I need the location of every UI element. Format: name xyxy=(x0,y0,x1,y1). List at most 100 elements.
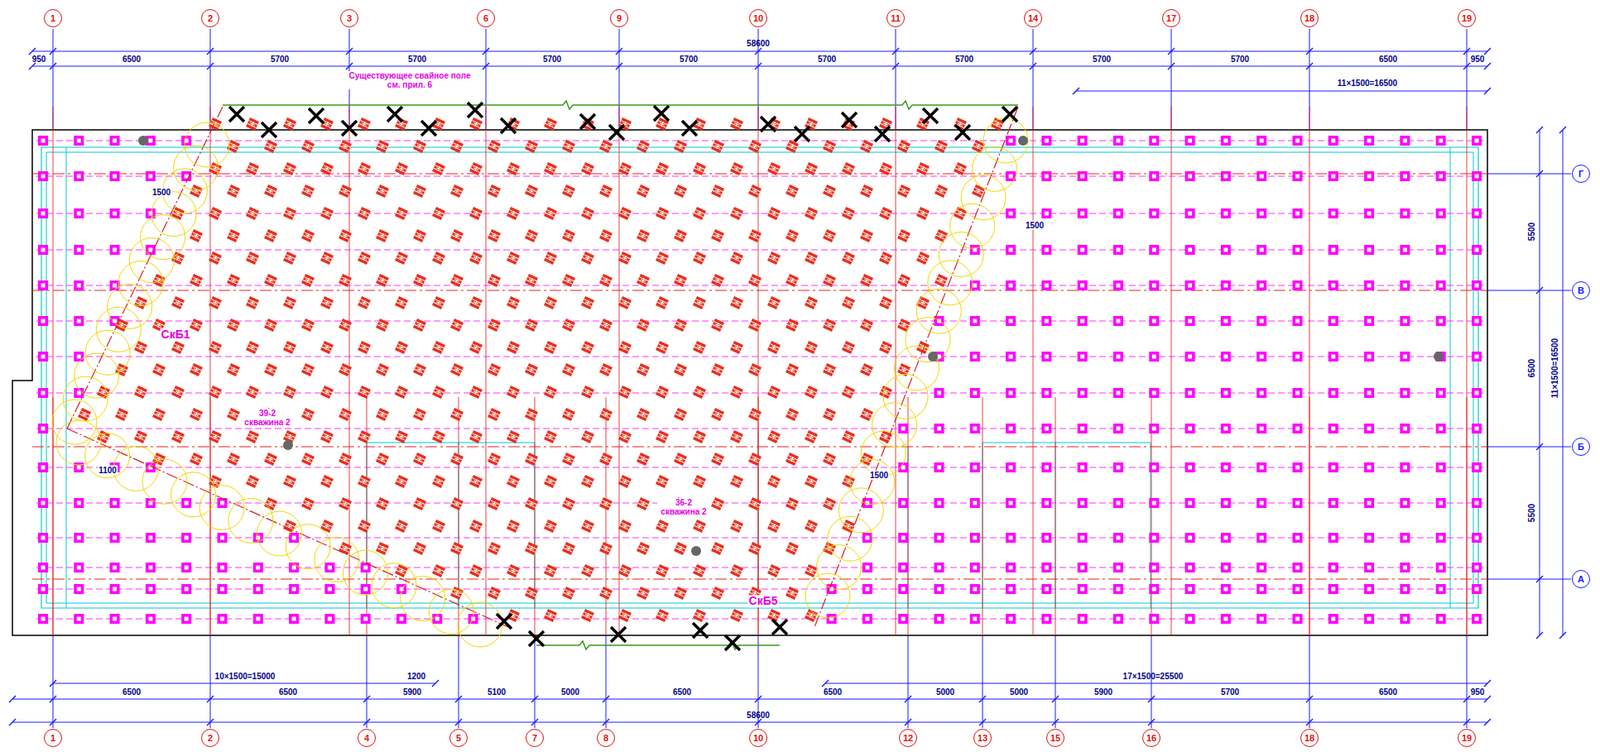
pile-square xyxy=(73,316,84,327)
pile-square xyxy=(432,296,446,310)
pile-square xyxy=(1292,316,1303,327)
existing-pile xyxy=(897,273,911,288)
existing-pile xyxy=(543,206,558,221)
pile-square xyxy=(1148,245,1159,255)
pile-square xyxy=(822,229,837,243)
pile-square xyxy=(301,318,315,332)
pile-symbol xyxy=(1185,316,1196,327)
pile-cross xyxy=(749,276,760,286)
pile-square xyxy=(110,208,121,219)
existing-pile xyxy=(748,139,762,154)
pile-core xyxy=(112,617,117,622)
pile-cross xyxy=(768,254,779,264)
pile-core xyxy=(1187,211,1192,217)
pile-core xyxy=(112,211,117,217)
pile-square xyxy=(934,139,948,154)
existing-pile xyxy=(562,363,576,377)
pile-square xyxy=(524,363,539,377)
pile-symbol xyxy=(1220,614,1231,625)
existing-pile xyxy=(841,385,856,399)
existing-pile xyxy=(822,139,837,154)
pile-core xyxy=(972,427,977,432)
pile-cross xyxy=(600,187,611,197)
pile-square xyxy=(618,296,632,310)
existing-pile xyxy=(208,251,222,265)
pile-symbol xyxy=(1220,280,1231,291)
existing-pile xyxy=(655,162,669,176)
pile-symbol xyxy=(1399,135,1410,146)
pile-square xyxy=(1292,351,1303,362)
pile-core xyxy=(1367,139,1372,144)
pile-core xyxy=(112,587,117,592)
pile-core xyxy=(1438,536,1443,541)
dim-tick xyxy=(206,719,214,726)
pile-symbol xyxy=(1041,533,1052,543)
pile-core xyxy=(41,139,46,144)
pile-symbol xyxy=(1077,351,1088,362)
pile-cross xyxy=(339,276,351,286)
pile-cross xyxy=(507,298,519,308)
dim-tick xyxy=(206,48,214,55)
dim-tick xyxy=(754,62,762,70)
dim-tick xyxy=(1029,62,1037,70)
pile-square xyxy=(413,318,427,332)
pile-cross xyxy=(823,365,835,375)
pile-square xyxy=(730,162,744,176)
pile-symbol xyxy=(73,135,84,146)
pile-square xyxy=(822,318,837,332)
existing-pile xyxy=(581,341,595,355)
pile-core xyxy=(1116,427,1121,432)
pile-symbol xyxy=(1185,351,1196,362)
pile-square xyxy=(38,245,49,255)
pile-symbol xyxy=(1471,388,1482,399)
pile-square xyxy=(469,385,483,399)
pile-square xyxy=(217,614,228,625)
existing-pile xyxy=(785,318,799,332)
pile-core xyxy=(76,466,82,471)
pile-square xyxy=(898,423,909,434)
existing-pile xyxy=(264,229,278,243)
existing-pile xyxy=(245,206,260,221)
pile-square xyxy=(673,318,688,332)
pile-core xyxy=(363,566,368,571)
pile-symbol xyxy=(862,584,873,595)
pile-core xyxy=(41,587,46,592)
pile-square xyxy=(1471,280,1482,291)
existing-pile xyxy=(636,184,650,198)
pile-square xyxy=(1399,498,1410,509)
existing-pile xyxy=(841,251,856,265)
extension-line xyxy=(1487,446,1572,448)
pile-square xyxy=(432,385,446,399)
pile-core xyxy=(1187,427,1192,432)
existing-pile xyxy=(432,296,446,310)
pile-cross xyxy=(786,187,798,197)
pile-symbol xyxy=(1005,562,1016,573)
pile-square xyxy=(469,117,483,131)
pile-square xyxy=(73,135,84,146)
pile-core xyxy=(1330,319,1336,324)
pile-core xyxy=(901,501,906,506)
pile-square xyxy=(264,229,278,243)
pile-square xyxy=(1041,316,1052,327)
pile-core xyxy=(112,174,117,179)
existing-pile xyxy=(673,363,688,377)
existing-pile xyxy=(283,296,297,310)
pile-square xyxy=(1185,388,1196,399)
dim-tick xyxy=(363,719,370,726)
pile-core xyxy=(148,211,153,217)
pile-square xyxy=(110,245,121,255)
pile-square xyxy=(730,341,744,355)
pile-square xyxy=(1292,171,1303,182)
pile-core xyxy=(1259,139,1264,144)
existing-pile xyxy=(636,229,650,243)
pile-square xyxy=(1399,423,1410,434)
pile-core xyxy=(1080,248,1085,253)
pile-cross xyxy=(768,388,779,398)
pile-symbol xyxy=(970,316,981,327)
pile-symbol xyxy=(1364,462,1375,473)
pile-square xyxy=(1436,245,1447,255)
dim-tick xyxy=(49,62,57,70)
pile-symbol xyxy=(1148,562,1159,573)
dim-tick xyxy=(345,62,353,70)
pile-cross xyxy=(656,164,668,174)
